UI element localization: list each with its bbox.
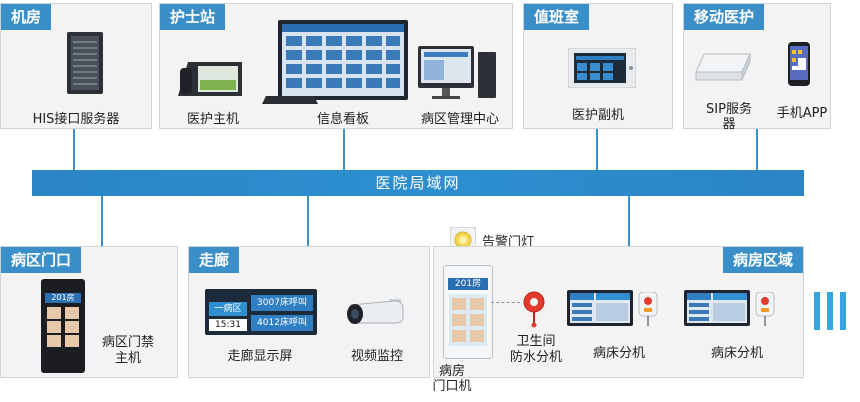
security-camera-icon bbox=[347, 299, 404, 324]
ward-center-label: 病区管理中心 bbox=[420, 112, 499, 127]
info-board-icon bbox=[278, 20, 408, 100]
panel-title: 病区门口 bbox=[1, 247, 82, 273]
access-room-label: 201房 bbox=[45, 293, 81, 303]
sub-terminal-label: 医护副机 bbox=[571, 108, 624, 123]
panel-nurse-station: 护士站 bbox=[159, 3, 513, 129]
mobile-phone-icon bbox=[788, 42, 810, 86]
decor-stripe bbox=[814, 292, 820, 330]
bed-terminal-2-icon bbox=[684, 290, 750, 326]
bed-terminal-1-label: 病床分机 bbox=[592, 346, 645, 361]
bed-call-handle-1-icon bbox=[638, 292, 658, 326]
bed-terminal-2-label: 病床分机 bbox=[710, 346, 763, 361]
sip-server-icon bbox=[695, 53, 751, 81]
nurse-master-phone-icon bbox=[178, 62, 242, 96]
door-terminal-label: 病房 门口机 bbox=[432, 364, 472, 394]
panel-title: 移动医护 bbox=[684, 4, 765, 30]
decor-stripe bbox=[827, 292, 833, 330]
lan-bus: 医院局域网 bbox=[32, 170, 804, 196]
mobile-app-label: 手机APP bbox=[776, 106, 828, 121]
decor-stripe bbox=[840, 292, 846, 330]
panel-title: 机房 bbox=[1, 4, 52, 30]
panel-title: 值班室 bbox=[524, 4, 590, 30]
set-top-box-icon bbox=[262, 96, 318, 104]
corridor-area-label: 一病区 bbox=[209, 302, 247, 316]
connector-nurse-station bbox=[343, 127, 345, 170]
access-host-label: 病区门禁 主机 bbox=[101, 335, 154, 366]
toilet-connector bbox=[491, 302, 520, 304]
panel-ward-door: 病区门口 201房 病区门禁 主机 bbox=[0, 246, 178, 378]
panel-title: 护士站 bbox=[160, 4, 226, 30]
corridor-call-1: 3007床呼叫 bbox=[251, 295, 313, 311]
access-host-device: 201房 bbox=[41, 279, 85, 373]
nurse-master-label: 医护主机 bbox=[186, 112, 239, 127]
panel-title: 走廊 bbox=[189, 247, 240, 273]
server-rack-icon bbox=[67, 32, 103, 94]
connector-mobile bbox=[756, 127, 758, 170]
door-terminal-device: 201房 bbox=[443, 265, 493, 359]
toilet-pull-cord-icon bbox=[523, 291, 545, 328]
connector-ward-area bbox=[628, 196, 630, 246]
panel-machine-room: 机房 HIS接口服务器 bbox=[0, 3, 152, 129]
staff-photos-icon bbox=[47, 307, 79, 347]
door-room-label: 201房 bbox=[448, 278, 488, 290]
toilet-unit-label: 卫生间 防水分机 bbox=[509, 334, 562, 365]
door-staff-photos-icon bbox=[449, 294, 487, 346]
info-board-label: 信息看板 bbox=[316, 112, 369, 127]
corridor-display-label: 走廊显示屏 bbox=[227, 349, 293, 364]
corridor-display-device: 一病区 15:31 3007床呼叫 4012床呼叫 bbox=[205, 289, 317, 335]
corridor-time-label: 15:31 bbox=[209, 319, 247, 331]
connector-machine-room bbox=[73, 127, 75, 170]
bed-call-handle-2-icon bbox=[755, 292, 775, 326]
corridor-call-2: 4012床呼叫 bbox=[251, 315, 313, 331]
panel-corridor: 走廊 一病区 15:31 3007床呼叫 4012床呼叫 走廊显示屏 视频监控 bbox=[188, 246, 430, 378]
connector-corridor bbox=[307, 196, 309, 246]
connector-duty-room bbox=[596, 127, 598, 170]
management-pc-icon bbox=[418, 46, 496, 99]
video-monitor-label: 视频监控 bbox=[350, 349, 403, 364]
his-server-label: HIS接口服务器 bbox=[32, 112, 120, 127]
connector-ward-door bbox=[101, 196, 103, 246]
lan-label: 医院局域网 bbox=[375, 174, 461, 192]
panel-title: 病房区域 bbox=[722, 247, 803, 273]
sip-server-label: SIP服务 器 bbox=[706, 102, 752, 132]
panel-duty-room: 值班室 医护副机 bbox=[523, 3, 673, 129]
panel-mobile: 移动医护 SIP服务 器 手机APP bbox=[683, 3, 831, 132]
sub-terminal-icon bbox=[568, 48, 636, 88]
bed-terminal-1-icon bbox=[567, 290, 633, 326]
